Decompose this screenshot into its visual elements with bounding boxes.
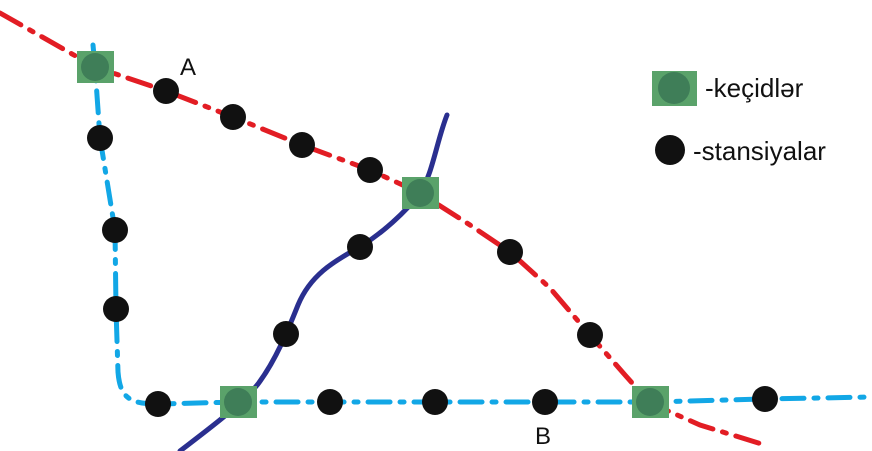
- station-navy-2: [273, 321, 299, 347]
- blue-metro-line: [90, 42, 872, 407]
- station-red-2: [220, 104, 246, 130]
- station-navy-1: [347, 234, 373, 260]
- station-blue-5: [317, 389, 343, 415]
- station-red-3: [289, 132, 315, 158]
- station-blue-6: [422, 389, 448, 415]
- interchange-blue-navy: [220, 386, 257, 418]
- station-blue-3: [103, 296, 129, 322]
- legend-station-label: -stansiyalar: [693, 136, 826, 166]
- station-red-1: [153, 78, 179, 104]
- point-label-a: A: [180, 54, 196, 81]
- legend-interchange-label: -keçidlər: [705, 73, 804, 103]
- interchange-top-left: [77, 51, 114, 83]
- station-red-6: [577, 322, 603, 348]
- station-blue-1: [87, 125, 113, 151]
- point-label-b: B: [535, 423, 551, 450]
- legend-station-icon: [655, 135, 685, 165]
- interchange-red-blue: [632, 386, 669, 418]
- legend: -keçidlər -stansiyalar: [652, 71, 826, 166]
- station-blue-2: [102, 217, 128, 243]
- station-blue-4: [145, 391, 171, 417]
- station-blue-8: [752, 386, 778, 412]
- station-blue-7: [532, 389, 558, 415]
- legend-interchange-icon: [652, 71, 697, 106]
- interchange-red-navy: [402, 177, 439, 209]
- station-red-4: [357, 157, 383, 183]
- station-red-5: [497, 239, 523, 265]
